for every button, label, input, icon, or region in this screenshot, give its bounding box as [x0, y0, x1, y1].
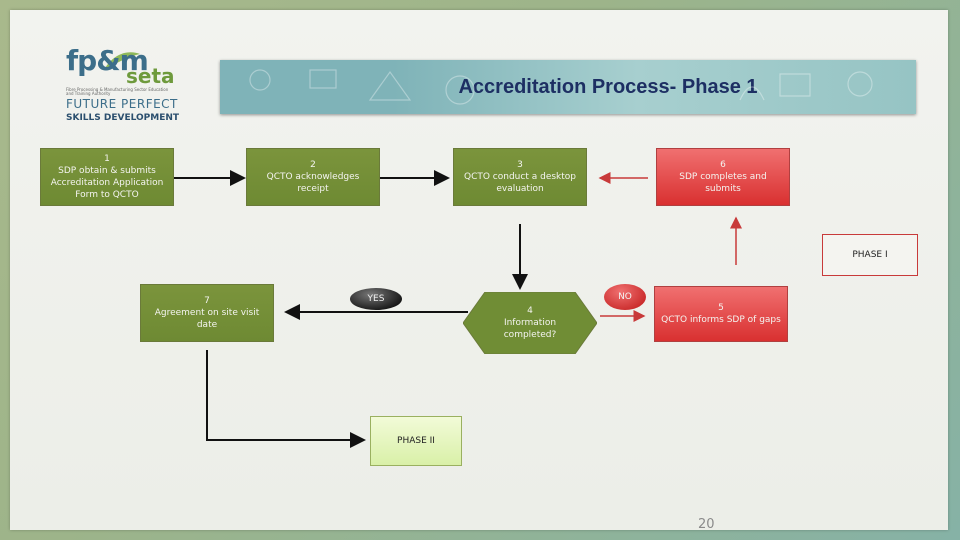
step-5-text: QCTO informs SDP of gaps — [661, 315, 781, 325]
step-2-box: 2 QCTO acknowledges receipt — [246, 148, 380, 206]
leaf-icon — [104, 52, 140, 70]
step-4-decision: 4 Information completed? — [463, 292, 597, 354]
step-7-text: Agreement on site visit date — [154, 308, 260, 330]
step-1-number: 1 — [104, 154, 110, 164]
arrow-7-to-phase2 — [206, 350, 366, 448]
step-3-box: 3 QCTO conduct a desktop evaluation — [453, 148, 587, 206]
page-title: Accreditation Process- Phase 1 — [458, 75, 758, 98]
step-3-text: QCTO conduct a desktop evaluation — [464, 172, 576, 194]
step-6-box: 6 SDP completes and submits — [656, 148, 790, 206]
title-banner: Accreditation Process- Phase 1 — [220, 60, 916, 114]
step-1-text: SDP obtain & submits Accreditation Appli… — [50, 166, 164, 200]
step-6-text: SDP completes and submits — [679, 172, 767, 194]
step-4-text: Information completed? — [503, 318, 557, 340]
phase-1-text: PHASE I — [852, 250, 888, 260]
phase-2-text: PHASE II — [397, 436, 435, 446]
logo-seta-text: seta — [126, 64, 175, 88]
step-7-box: 7 Agreement on site visit date — [140, 284, 274, 342]
logo-tagline: Fibre Processing & Manufacturing Sector … — [66, 87, 169, 96]
logo-fpm-text: fp&m — [66, 44, 149, 77]
no-label: NO — [604, 284, 646, 310]
step-3-number: 3 — [517, 160, 523, 170]
step-6-number: 6 — [720, 160, 726, 170]
yes-label: YES — [350, 288, 402, 310]
logo-skills-development: SKILLS DEVELOPMENT — [66, 113, 180, 123]
phase-1-box: PHASE I — [822, 234, 918, 276]
slide: fp&m seta Fibre Processing & Manufacturi… — [10, 10, 948, 532]
decision-diamond-shape — [463, 292, 597, 354]
step-7-number: 7 — [204, 296, 210, 306]
page-number: 20 — [698, 517, 715, 532]
step-5-box: 5 QCTO informs SDP of gaps — [654, 286, 788, 342]
step-1-box: 1 SDP obtain & submits Accreditation App… — [40, 148, 174, 206]
phase-2-box: PHASE II — [370, 416, 462, 466]
flow-connectors — [174, 170, 742, 448]
fpm-seta-logo: fp&m seta Fibre Processing & Manufacturi… — [66, 44, 186, 126]
step-4-number: 4 — [527, 306, 533, 316]
step-2-number: 2 — [310, 160, 316, 170]
step-5-number: 5 — [718, 303, 724, 313]
logo-future-perfect: FUTURE PERFECT — [66, 97, 178, 111]
banner-decoration — [249, 69, 873, 105]
step-2-text: QCTO acknowledges receipt — [266, 172, 360, 194]
